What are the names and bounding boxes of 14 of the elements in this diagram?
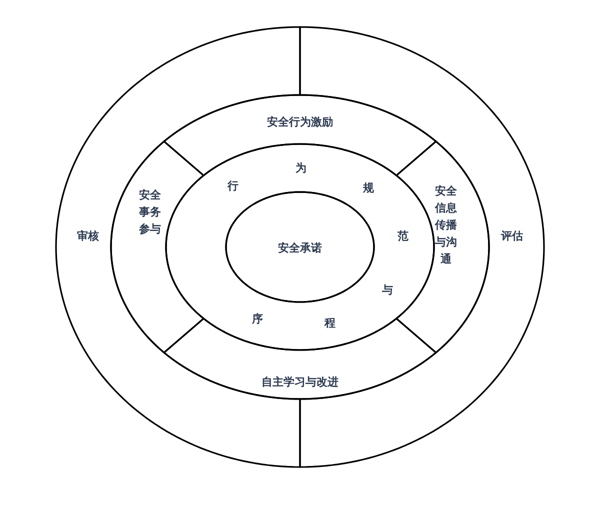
ring-label: 序 bbox=[252, 312, 264, 328]
ring-label: 程 bbox=[324, 315, 336, 332]
segment-label: 安全信息传播与沟通 bbox=[434, 183, 458, 268]
segment-label: 自主学习与改进 bbox=[262, 374, 338, 390]
segment-label: 评估 bbox=[501, 228, 523, 244]
segment-label: 审核 bbox=[77, 228, 99, 244]
ring-label: 为 bbox=[296, 160, 307, 176]
ring-label: 范 bbox=[397, 228, 408, 244]
segment-label: 安全行为激励 bbox=[267, 114, 333, 130]
segment-label: 安全事务参与 bbox=[138, 187, 162, 238]
ring-label: 与 bbox=[382, 282, 394, 298]
ring-label: 行 bbox=[228, 178, 239, 195]
segment-label: 安全承诺 bbox=[278, 240, 322, 256]
ring-label: 规 bbox=[363, 180, 374, 196]
